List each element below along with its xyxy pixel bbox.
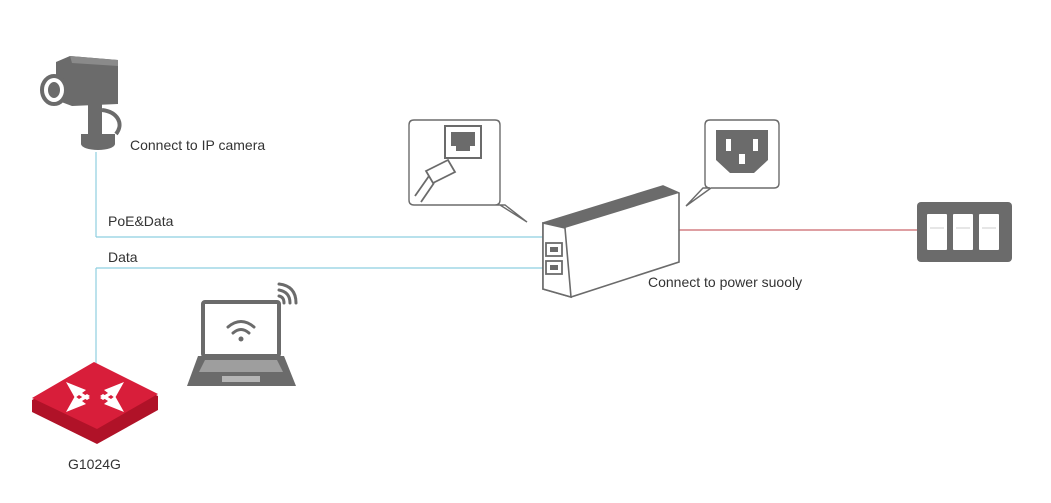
poe-injector-icon [542, 185, 680, 299]
laptop-icon [187, 300, 296, 386]
wall-outlet-icon [917, 202, 1012, 262]
camera-label: Connect to IP camera [130, 137, 266, 153]
power-socket-icon [685, 119, 780, 207]
network-switch-icon [32, 362, 158, 444]
cable-lines [95, 152, 917, 365]
data-label: Data [108, 249, 138, 265]
switch-label: G1024G [68, 456, 121, 472]
wifi-icon [226, 282, 298, 342]
power-label: Connect to power suooly [648, 274, 803, 290]
rj45-port-icon [408, 119, 528, 223]
poe-data-label: PoE&Data [108, 213, 174, 229]
ip-camera-icon [40, 56, 122, 150]
